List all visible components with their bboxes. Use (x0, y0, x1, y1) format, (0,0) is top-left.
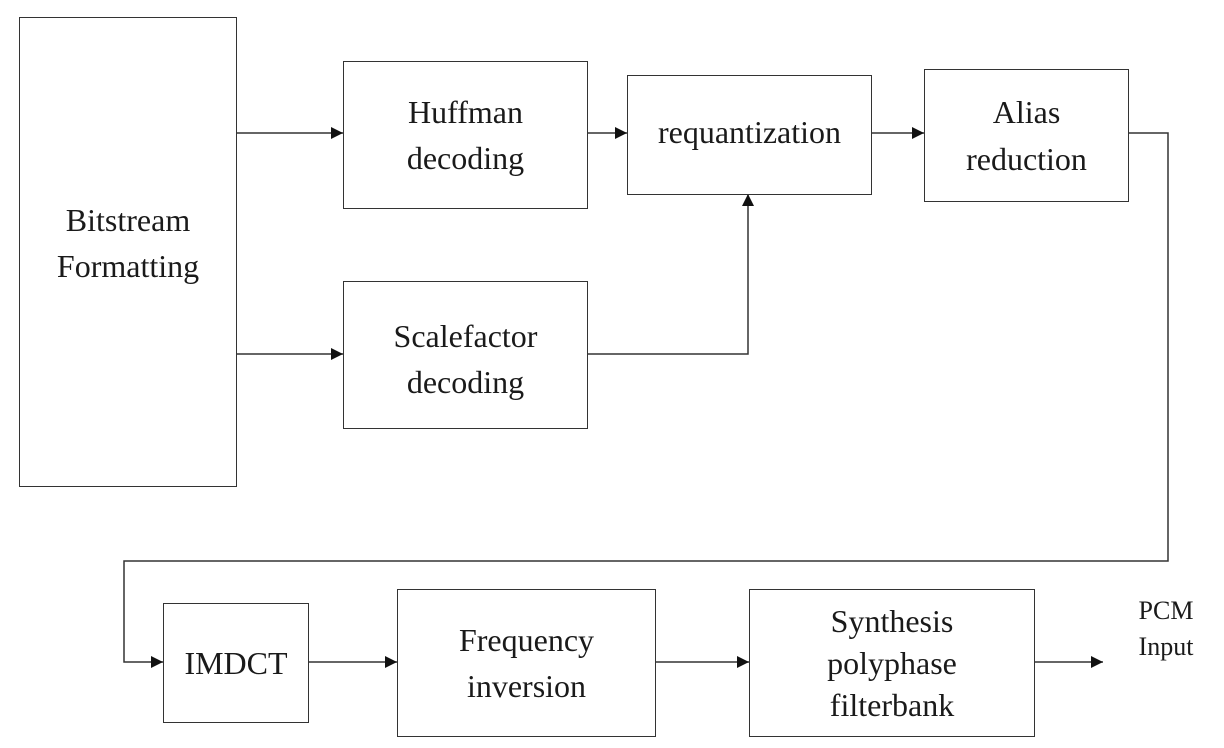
block-label-line: reduction (966, 140, 1087, 177)
block-label-line: polyphase (827, 644, 957, 681)
imdct-block: IMDCT (163, 603, 309, 723)
arrow-scalefactor-to-requantization (587, 194, 754, 355)
arrow-alias-to-imdct (123, 132, 1169, 668)
output-label-line: Input (1138, 632, 1194, 662)
frequency-inversion-block: Frequency inversion (397, 589, 656, 737)
block-label-line: requantization (657, 113, 842, 150)
block-label-line: inversion (466, 668, 587, 704)
output-label-line: PCM (1138, 596, 1194, 625)
block-label-line: Synthesis (830, 602, 954, 639)
block-label-line: Scalefactor (393, 317, 538, 354)
bitstream-formatting-block: Bitstream Formatting (19, 17, 237, 487)
requantization-block: requantization (627, 75, 872, 195)
block-label-line: Huffman (408, 93, 523, 130)
block-label-line: decoding (406, 140, 525, 176)
block-label-line: decoding (406, 364, 525, 400)
huffman-decoding-block: Huffman decoding (343, 61, 588, 209)
pcm-output-label: PCM Input (1124, 593, 1208, 666)
block-label-line: IMDCT (184, 644, 288, 681)
block-label-line: Alias (992, 94, 1061, 131)
block-label-line: Bitstream (65, 201, 191, 238)
alias-reduction-block: Alias reduction (924, 69, 1129, 202)
synthesis-polyphase-filterbank-block: Synthesis polyphase filterbank (749, 589, 1035, 737)
block-label-line: filterbank (829, 687, 955, 724)
block-label-line: Frequency (458, 621, 595, 658)
scalefactor-decoding-block: Scalefactor decoding (343, 281, 588, 429)
block-label-line: Formatting (56, 248, 200, 284)
